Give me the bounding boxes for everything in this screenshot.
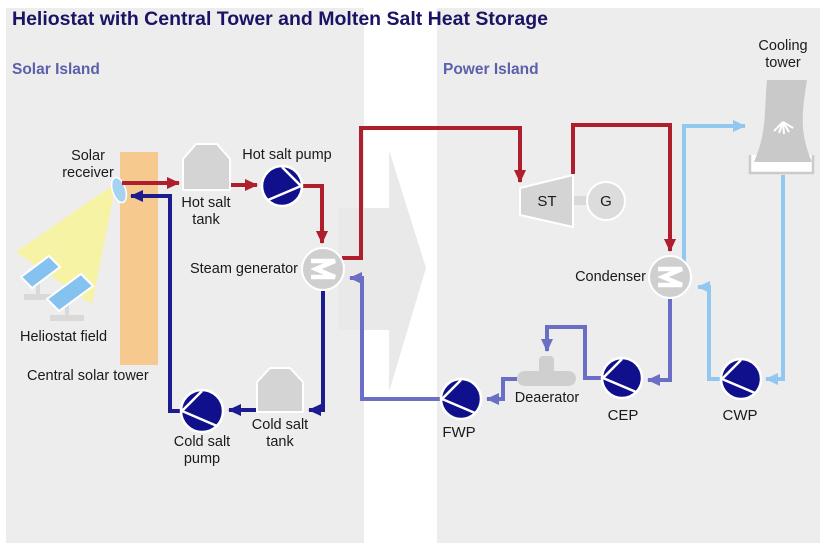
heliostat-mirror-1	[19, 254, 62, 290]
section-label-solar-island: Solar Island	[12, 61, 100, 78]
hot-salt-pump-label: Hot salt pump	[242, 147, 332, 163]
generator-label: G	[600, 193, 612, 210]
cwp-pump	[719, 357, 763, 401]
heat-exchanger-icon	[657, 266, 683, 288]
cep-pump	[600, 356, 644, 400]
hot-salt-pump	[260, 164, 304, 208]
cooling-water-lines	[682, 120, 785, 385]
pump-impeller-icon	[719, 359, 756, 395]
section-label-power-island: Power Island	[443, 61, 539, 78]
hot-salt-steam-lines	[122, 123, 676, 260]
pump-impeller-icon	[600, 358, 637, 394]
feedwater-lines	[349, 272, 672, 405]
steam-generator	[301, 247, 345, 291]
fwp-label: FWP	[442, 424, 476, 441]
central-solar-tower	[120, 152, 158, 365]
cold-salt-pump	[179, 388, 225, 434]
hot-salt-tank	[182, 143, 231, 191]
pump-impeller-icon	[179, 390, 218, 428]
turbine-shaft	[574, 196, 588, 205]
cep-label: CEP	[607, 407, 639, 424]
pipe-cwp-to-condenser	[697, 281, 721, 381]
island-transition-arrow-icon	[338, 150, 426, 392]
pipe-hot-pump-to-steam-generator	[303, 184, 328, 244]
heat-exchanger-icon	[310, 258, 336, 280]
pipe-steam-generator-to-cold-tank	[308, 291, 325, 416]
spray-icon	[773, 121, 794, 135]
cold-salt-tank-label: Cold salt tank	[251, 417, 309, 450]
pump-impeller-icon	[439, 379, 476, 415]
cold-salt-lines	[130, 190, 325, 416]
solar-receiver-label: Solar receiver	[62, 148, 114, 181]
pipe-cooling-tower-to-cwp	[765, 175, 785, 385]
cwp-label: CWP	[722, 407, 758, 424]
deaerator	[517, 356, 576, 386]
pipe-turbine-to-condenser	[571, 123, 676, 252]
pipe-steam-generator-to-turbine	[342, 126, 526, 260]
pipe-fwp-to-steam-generator	[349, 272, 440, 401]
pipe-cep-to-deaerator	[541, 325, 601, 380]
pipe-condenser-to-cooling-tower	[682, 120, 746, 262]
condenser	[648, 255, 692, 299]
steam-turbine	[519, 174, 574, 228]
hot-salt-tank-label: Hot salt tank	[181, 195, 231, 228]
pump-impeller-icon	[267, 166, 304, 202]
cooling-tower	[748, 80, 815, 175]
condenser-label: Condenser	[575, 269, 646, 285]
cooling-tower-shell	[754, 80, 812, 162]
heliostat-field-label: Heliostat field	[20, 329, 108, 345]
fwp-pump	[439, 377, 483, 421]
generator-unit	[586, 181, 626, 221]
cold-salt-tank	[256, 367, 304, 413]
central-solar-tower-label: Central solar tower	[27, 368, 149, 384]
heliostat-mirror-2	[45, 272, 95, 313]
steam-generator-label: Steam generator	[189, 261, 298, 277]
heliostat-stands	[24, 283, 84, 321]
page-title: Heliostat with Central Tower and Molten …	[12, 8, 548, 30]
cooling-tower-label: Cooling tower	[758, 38, 808, 71]
pipe-cold-pump-to-receiver	[130, 190, 182, 413]
pipe-condenser-to-cep	[647, 299, 672, 386]
sun-beam	[16, 183, 116, 304]
steam-turbine-label: ST	[537, 193, 557, 210]
pipe-deaerator-to-fwp	[486, 377, 517, 405]
deaerator-label: Deaerator	[514, 390, 580, 406]
cold-salt-pump-label: Cold salt pump	[173, 434, 231, 467]
